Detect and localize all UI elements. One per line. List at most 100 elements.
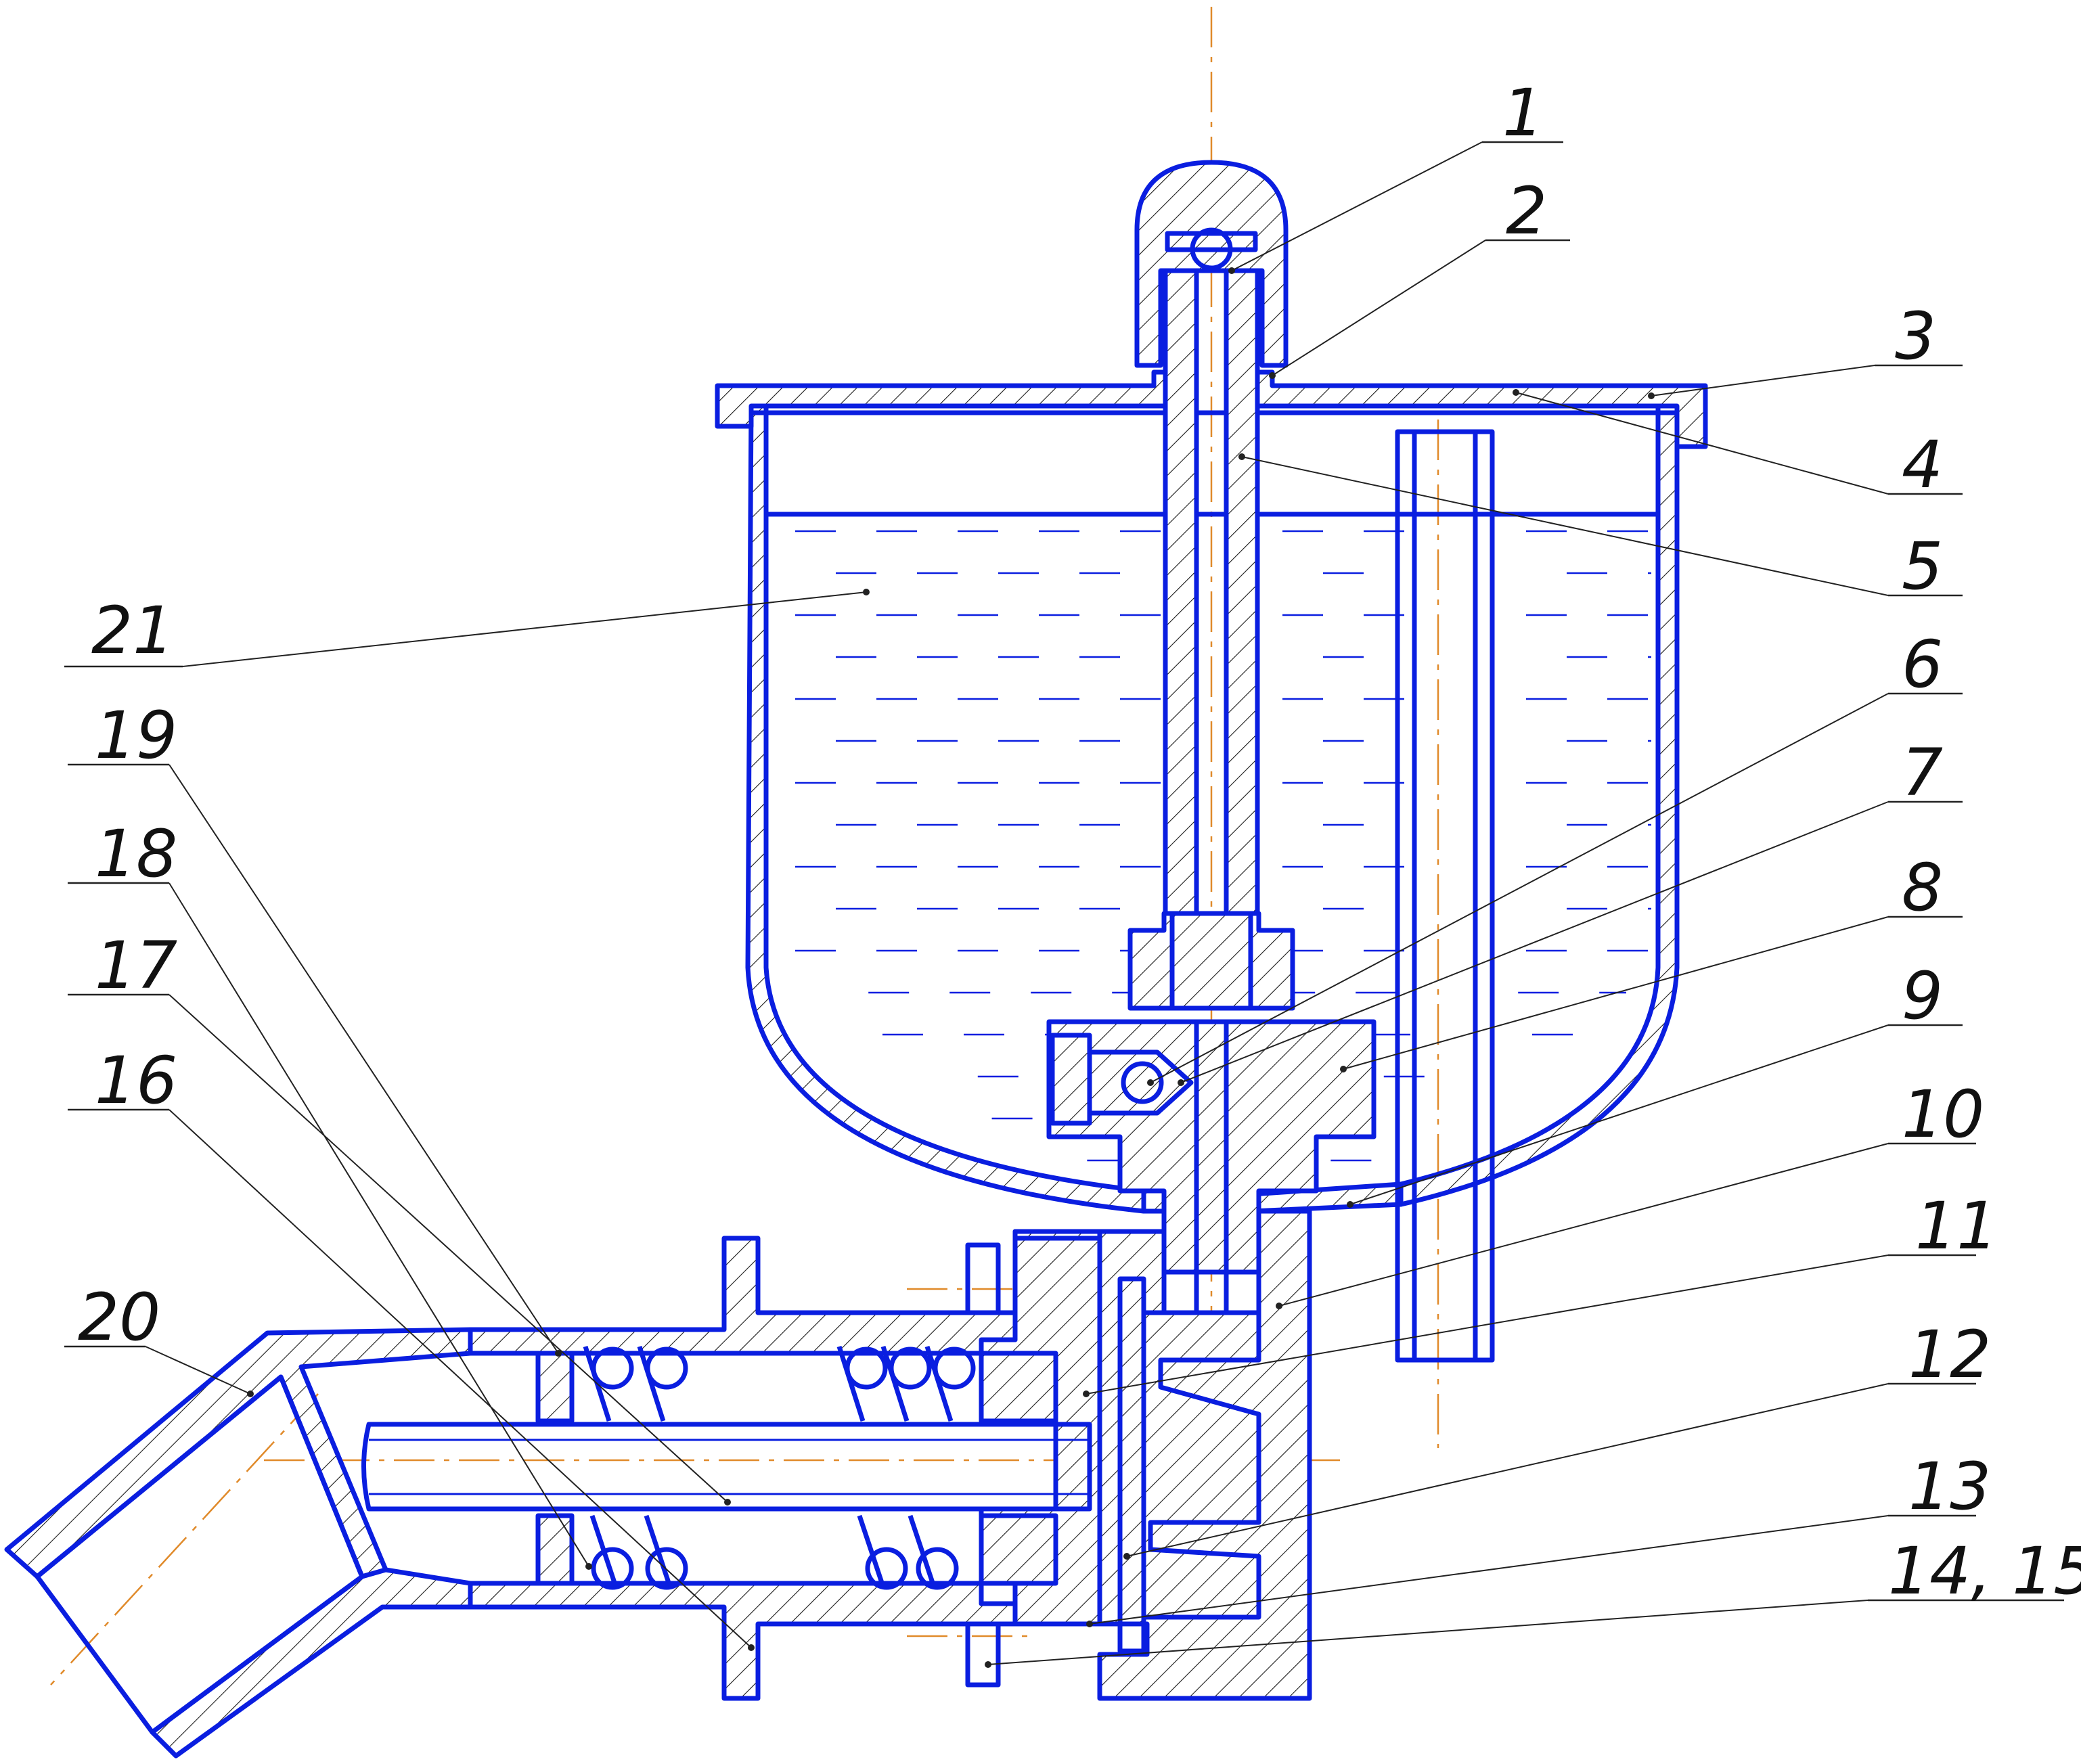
reservoir-wall-right bbox=[1398, 403, 1680, 1207]
leader-dot bbox=[1276, 1303, 1282, 1309]
nozzle-wall-lower bbox=[150, 1567, 473, 1759]
stop-pin-lower bbox=[965, 1614, 1001, 1688]
guide-sleeve bbox=[535, 1351, 1058, 1586]
cylinder-flange bbox=[1012, 1229, 1102, 1241]
spring-wire bbox=[644, 1514, 673, 1588]
leader-line bbox=[1180, 801, 1889, 1083]
callout-4: 4 bbox=[1902, 427, 1943, 503]
leader-dot bbox=[1123, 1553, 1130, 1560]
callout-19: 19 bbox=[95, 698, 177, 773]
coupling-nut bbox=[1127, 911, 1295, 1011]
rod-plate bbox=[1117, 1276, 1146, 1654]
callout-10: 10 bbox=[1902, 1077, 1984, 1152]
leader-line bbox=[987, 1600, 1869, 1665]
callout-16: 16 bbox=[95, 1043, 177, 1118]
callout-17: 17 bbox=[95, 928, 177, 1003]
sleeve-lower bbox=[535, 1513, 575, 1586]
spring-coil bbox=[916, 1547, 959, 1590]
leader-dot bbox=[1178, 1079, 1184, 1086]
callout-21: 21 bbox=[91, 593, 174, 669]
central-tube bbox=[1163, 268, 1260, 916]
leader-line bbox=[1278, 1143, 1889, 1307]
lid-body-right bbox=[1249, 369, 1708, 449]
springs bbox=[583, 1345, 976, 1590]
leader-dot bbox=[1340, 1066, 1347, 1072]
callout-20: 20 bbox=[78, 1280, 160, 1355]
leader-line bbox=[169, 764, 559, 1354]
housing-cavity bbox=[1141, 1310, 1261, 1620]
nozzle-wall-upper bbox=[4, 1327, 473, 1579]
leaders bbox=[64, 141, 2064, 1668]
sleeve-upper bbox=[535, 1351, 575, 1424]
leader-line bbox=[169, 994, 728, 1503]
spring-coil bbox=[645, 1547, 688, 1590]
spring-wire bbox=[637, 1345, 666, 1422]
leader-dot bbox=[985, 1661, 991, 1668]
spring-wire bbox=[908, 1514, 937, 1588]
piston-ring-upper bbox=[979, 1351, 1058, 1424]
tube-wall-left bbox=[1163, 268, 1199, 916]
leader-line bbox=[1086, 1254, 1889, 1395]
leader-dot bbox=[555, 1350, 562, 1357]
leader-dot bbox=[1347, 1201, 1353, 1208]
spring-wire bbox=[836, 1345, 866, 1422]
leader-line bbox=[1231, 141, 1483, 271]
cap-assembly bbox=[1134, 160, 1289, 368]
lid bbox=[715, 369, 1708, 449]
spring-coil bbox=[865, 1547, 908, 1590]
ball bbox=[1190, 227, 1233, 271]
leader-line bbox=[1241, 456, 1889, 596]
leader-line bbox=[169, 1109, 752, 1648]
cylinder-upper bbox=[468, 1236, 1018, 1356]
callout-14-15: 14, 15 bbox=[1888, 1533, 2081, 1609]
spring-wire bbox=[924, 1345, 954, 1422]
leader-line bbox=[169, 882, 589, 1567]
housing-body bbox=[1097, 1208, 1312, 1701]
leader-dot bbox=[748, 1644, 755, 1651]
ball-seat bbox=[1165, 231, 1258, 252]
leader-dot bbox=[1648, 392, 1655, 399]
callout-6: 6 bbox=[1902, 627, 1943, 702]
check-ball bbox=[1121, 1061, 1164, 1104]
callout-13: 13 bbox=[1908, 1449, 1991, 1524]
callout-9: 9 bbox=[1902, 958, 1943, 1034]
leader-dot bbox=[1147, 1079, 1154, 1086]
callout-2: 2 bbox=[1506, 173, 1547, 249]
leader-dot bbox=[1269, 372, 1276, 379]
leader-line bbox=[1089, 1515, 1889, 1625]
spring-wire bbox=[857, 1514, 886, 1588]
spring-coil bbox=[591, 1547, 634, 1590]
leader-dot bbox=[1083, 1390, 1090, 1397]
cap bbox=[1134, 160, 1289, 368]
leader-line bbox=[1150, 693, 1889, 1083]
callout-18: 18 bbox=[95, 816, 177, 892]
nozzle bbox=[4, 1327, 473, 1759]
spring-wire bbox=[880, 1345, 910, 1422]
cylinder bbox=[468, 1229, 1102, 1701]
leader-dot bbox=[1228, 267, 1235, 274]
spring-wire bbox=[589, 1514, 619, 1588]
leader-line bbox=[145, 1346, 251, 1395]
leader-line bbox=[1651, 365, 1875, 397]
callout-8: 8 bbox=[1902, 850, 1943, 926]
leader-dot bbox=[1238, 453, 1245, 460]
lower-housing bbox=[1097, 1208, 1312, 1701]
leader-line bbox=[1126, 1383, 1889, 1557]
leader-line bbox=[1349, 1024, 1889, 1205]
leader-line bbox=[1515, 392, 1889, 495]
leader-dot bbox=[1513, 389, 1519, 396]
leader-line bbox=[1272, 240, 1486, 376]
callout-3: 3 bbox=[1895, 298, 1936, 374]
leader-dot bbox=[1086, 1621, 1093, 1627]
plunger-rod bbox=[361, 1422, 1092, 1512]
leader-dot bbox=[863, 589, 870, 595]
leader-line bbox=[1343, 916, 1889, 1070]
tube-wall-right bbox=[1224, 268, 1260, 916]
piston-ring-lower bbox=[979, 1513, 1058, 1586]
callout-labels: 1 2 3 4 5 6 7 8 9 10 11 12 13 14, 15 16 … bbox=[78, 75, 2081, 1609]
callout-11: 11 bbox=[1915, 1188, 1998, 1264]
callout-1: 1 bbox=[1502, 75, 1544, 151]
leader-dot bbox=[585, 1563, 592, 1570]
